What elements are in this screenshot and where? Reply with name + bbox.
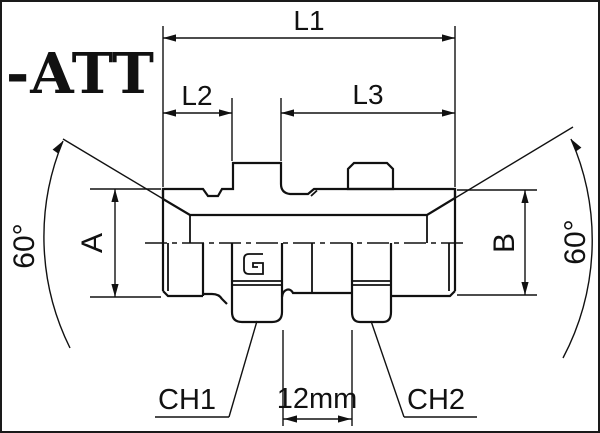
locknut-cross-section (346, 161, 395, 191)
body-cross-section (161, 161, 457, 217)
left-thread-bottom (162, 290, 203, 298)
thread-chamfer-line (310, 189, 318, 197)
l2-label: L2 (181, 80, 212, 111)
callout-ch1: CH1 (155, 320, 258, 418)
dimension-grip: 12mm (277, 330, 358, 426)
b-label: B (488, 233, 521, 253)
a-label: A (76, 233, 109, 253)
dimension-l3: L3 (280, 79, 455, 161)
cone-angle-left: 60° (8, 138, 191, 349)
body-external-view (161, 189, 457, 324)
dimension-l2: L2 (163, 80, 233, 161)
locknut-outline (350, 243, 393, 324)
locknut-section-profile (346, 161, 395, 191)
right-thread-bottom (391, 290, 456, 298)
cone-angle-right: 60° (426, 126, 593, 359)
angle-right-label: 60° (559, 219, 592, 264)
ch2-label: CH2 (407, 384, 465, 416)
square-spiral-logo-icon (243, 253, 264, 275)
callout-ch2: CH2 (370, 320, 477, 418)
body-section-profile (161, 161, 457, 217)
l3-label: L3 (352, 79, 383, 110)
dimension-b: B (457, 189, 537, 296)
part-code-label: -ATT (6, 41, 155, 107)
left-undercut (203, 292, 228, 305)
angle-left-label: 60° (8, 223, 41, 268)
grip-length-label: 12mm (277, 383, 358, 415)
shank-bottom (280, 288, 352, 298)
dimension-l1: L1 (162, 5, 456, 187)
dimension-a: A (76, 188, 161, 298)
l1-label: L1 (293, 5, 324, 36)
ch1-label: CH1 (158, 384, 216, 416)
